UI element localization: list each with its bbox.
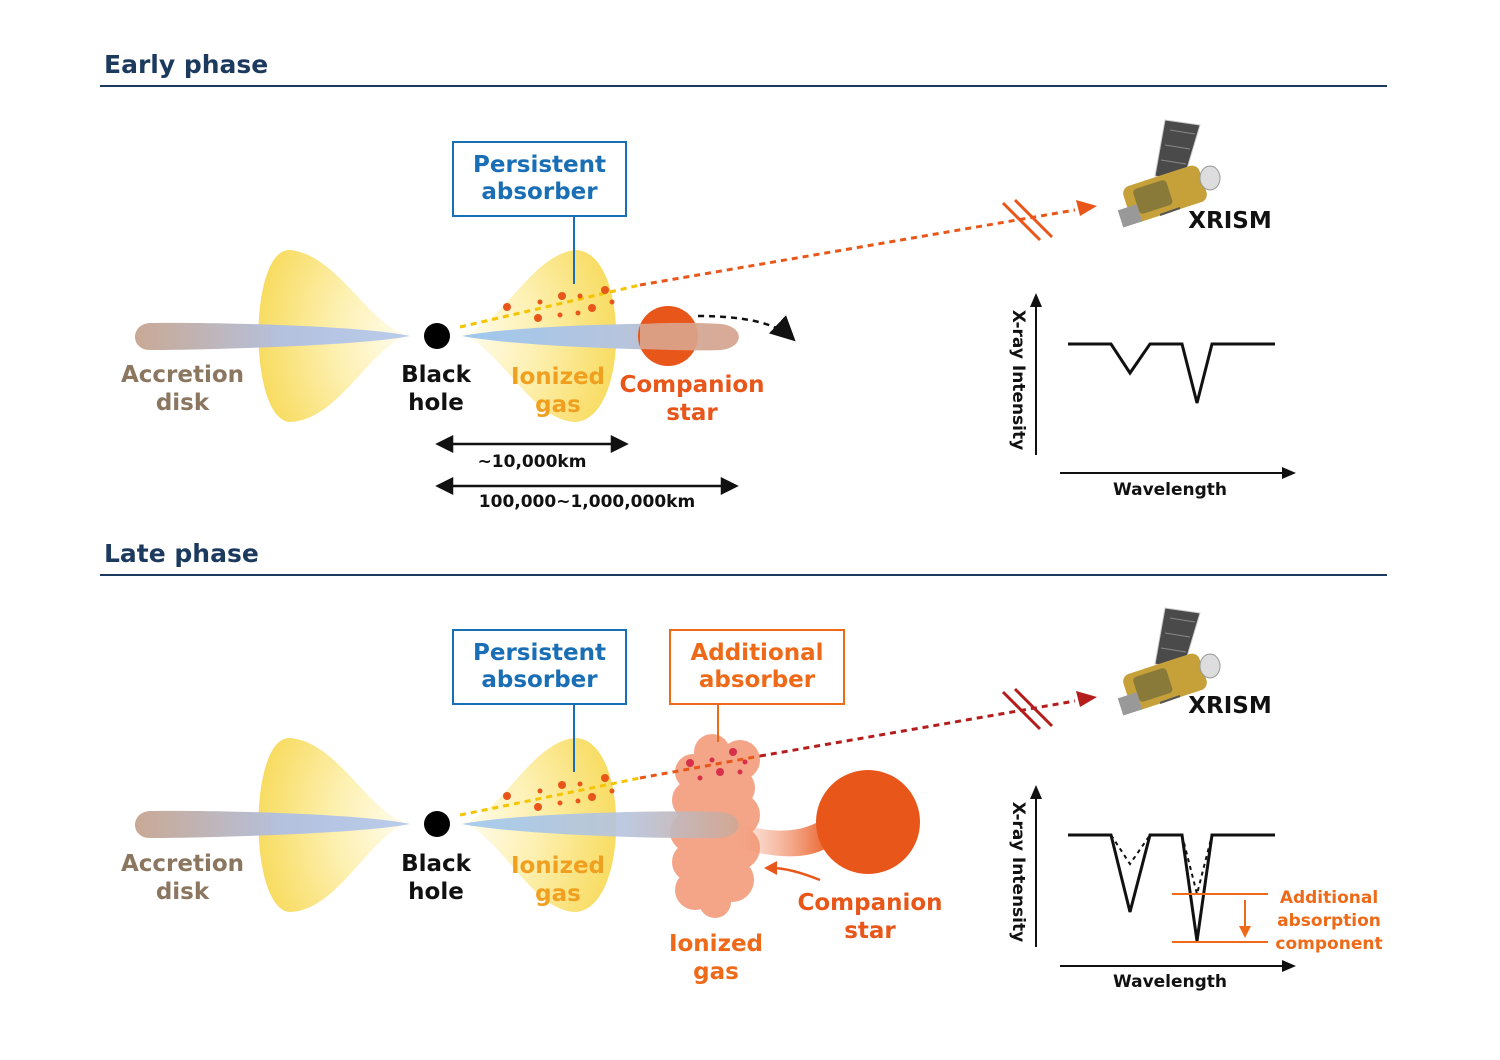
- early-companion-star-label: Companion star: [619, 372, 765, 426]
- early-ray-arrowhead: [1076, 200, 1097, 216]
- late-accretion-disk-right: [462, 811, 739, 839]
- late-flow-arrowhead: [764, 861, 777, 875]
- late-xray-ray-yellow: [459, 776, 641, 817]
- late-flow-arrow: [771, 866, 821, 882]
- late-accretion-disk-left: [135, 810, 410, 838]
- late-mass-stream: [735, 812, 835, 857]
- late-xrism-satellite: [1117, 607, 1221, 716]
- early-ionized-gas-label: Ionized gas: [510, 364, 606, 418]
- early-black-hole: [424, 323, 450, 349]
- late-black-hole-label: Black hole: [401, 851, 471, 905]
- late-companion-star-label: Companion star: [797, 890, 943, 944]
- early-x-axis-arrow: [1282, 467, 1296, 479]
- early-disk-overlay: [640, 322, 739, 351]
- early-accretion-disk-label: Accretion disk: [120, 362, 245, 416]
- late-companion-star: [816, 770, 920, 874]
- early-y-axis-arrow: [1030, 293, 1042, 307]
- late-spectrum-line: [1068, 833, 1275, 942]
- late-spectrum-xlabel: Wavelength: [1112, 972, 1228, 992]
- early-black-hole-label: Black hole: [401, 362, 471, 416]
- late-phase-heading: Late phase: [104, 539, 259, 568]
- early-distance-short-label: ~10,000km: [477, 452, 587, 472]
- late-spectrum-ylabel: X-ray Intensity: [1008, 801, 1028, 943]
- late-black-hole: [424, 811, 450, 837]
- early-xray-ray-yellow: [459, 283, 641, 329]
- early-distance-long-label: 100,000~1,000,000km: [478, 492, 696, 512]
- late-y-axis-arrow: [1030, 785, 1042, 799]
- early-ray-break-2: [1013, 198, 1054, 239]
- late-persistent-absorber-box: Persistent absorber: [452, 629, 627, 705]
- late-spectrum-plot: [1030, 785, 1296, 972]
- late-xray-ray: [759, 699, 1076, 758]
- late-ray-break-1: [1001, 690, 1042, 731]
- early-phase-heading: Early phase: [104, 50, 269, 79]
- early-xray-ray: [639, 208, 1076, 287]
- late-additional-absorber-box: Additional absorber: [669, 629, 845, 705]
- early-orbit-arrow: [697, 314, 796, 342]
- late-x-axis-arrow: [1282, 960, 1296, 972]
- early-absorber-dots: [503, 286, 615, 322]
- late-additional-dots: [686, 748, 748, 781]
- late-component-arrowhead: [1239, 926, 1251, 938]
- late-phase-diagram: [135, 607, 1296, 972]
- late-ionized-gas-2-label: Ionized gas: [668, 931, 764, 985]
- late-ray-break-2: [1013, 687, 1054, 728]
- late-ray-arrowhead: [1076, 691, 1097, 707]
- late-heading-rule: [100, 574, 1387, 576]
- late-xray-ray-orange: [639, 754, 761, 780]
- early-xrism-label: XRISM: [1188, 208, 1272, 234]
- late-additional-component-label: Additional absorption component: [1275, 888, 1383, 954]
- early-xrism-satellite: [1117, 119, 1221, 228]
- late-absorber-dots: [503, 774, 615, 811]
- early-accretion-disk-left: [135, 322, 410, 350]
- early-spectrum-ylabel: X-ray Intensity: [1008, 309, 1028, 451]
- early-persistent-absorber-box: Persistent absorber: [452, 141, 627, 217]
- early-spectrum-xlabel: Wavelength: [1112, 480, 1228, 500]
- late-spectrum-line-previous: [1110, 834, 1213, 895]
- late-xrism-label: XRISM: [1188, 693, 1272, 719]
- early-heading-rule: [100, 85, 1387, 87]
- early-ray-break-1: [1001, 201, 1042, 242]
- early-spectrum-plot: [1030, 293, 1296, 479]
- early-spectrum-line: [1068, 342, 1275, 404]
- early-distance-arrows: [435, 434, 739, 496]
- early-phase-diagram: [135, 119, 1296, 496]
- late-ionized-gas-label: Ionized gas: [510, 853, 606, 907]
- late-accretion-disk-label: Accretion disk: [120, 851, 245, 905]
